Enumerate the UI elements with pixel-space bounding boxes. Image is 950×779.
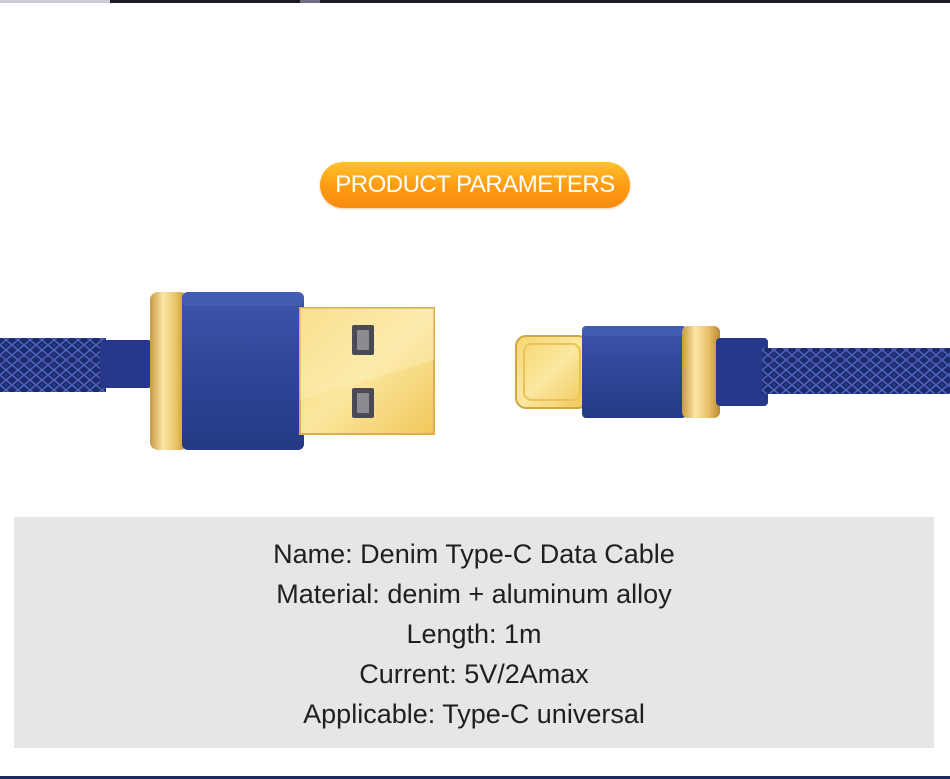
product-parameters-badge: PRODUCT PARAMETERS (320, 162, 630, 208)
spec-name: Name: Denim Type-C Data Cable (273, 539, 675, 569)
type-c-connector (515, 326, 768, 418)
right-cable-segment (762, 348, 950, 394)
usb-to-type-c-cable-icon (0, 292, 950, 450)
left-cable-segment (0, 338, 152, 392)
spec-applicable: Applicable: Type-C universal (303, 699, 645, 729)
specifications-panel: Name: Denim Type-C Data Cable Material: … (14, 517, 934, 748)
bottom-divider (0, 776, 950, 779)
spec-material: Material: denim + aluminum alloy (276, 579, 672, 609)
spec-length: Length: 1m (406, 619, 542, 649)
usb-a-connector (150, 292, 435, 450)
top-divider (0, 0, 950, 3)
spec-current: Current: 5V/2Amax (359, 659, 589, 689)
spec-list: Name: Denim Type-C Data Cable Material: … (14, 534, 934, 734)
